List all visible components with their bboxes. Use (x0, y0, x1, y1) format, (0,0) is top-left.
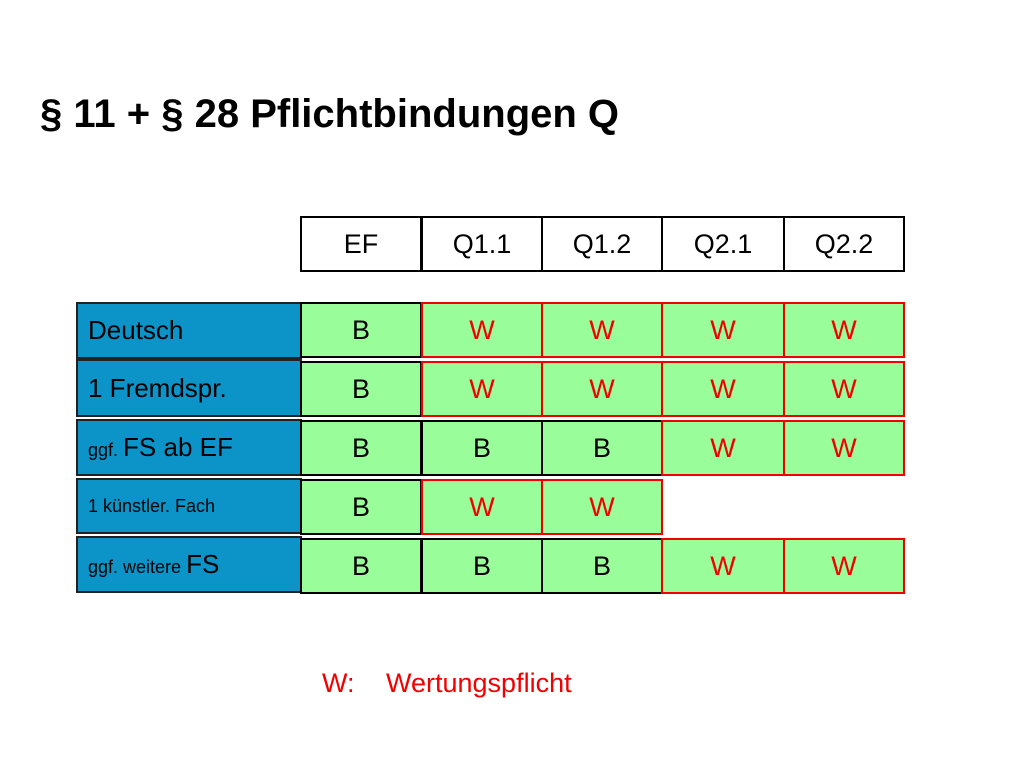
legend-text: Wertungspflicht (386, 668, 572, 698)
page-title: § 11 + § 28 Pflichtbindungen Q (40, 92, 620, 136)
subject-label-part: FS ab EF (123, 432, 233, 462)
grid-cell-b: B (300, 361, 422, 417)
grid-cell-w: W (421, 479, 543, 535)
grid-cell-w: W (661, 420, 785, 476)
subject-label-part: Deutsch (88, 315, 184, 345)
grid-cell-w: W (541, 361, 663, 417)
column-header-q2-1: Q2.1 (661, 216, 785, 272)
subject-label: ggf. weitere FS (76, 536, 302, 593)
subject-label-part: ggf. weitere (88, 557, 187, 577)
grid-cell-b: B (421, 420, 543, 476)
grid-cell-w: W (661, 538, 785, 594)
grid-cell-b: B (300, 420, 422, 476)
column-header-q1-2: Q1.2 (541, 216, 663, 272)
subject-label: Deutsch (76, 302, 302, 359)
subject-label: 1 künstler. Fach (76, 478, 302, 534)
grid-cell-w: W (661, 361, 785, 417)
grid-cell-w: W (661, 302, 785, 358)
grid-cell-w: W (541, 302, 663, 358)
grid-cell-b: B (300, 479, 422, 535)
subject-label-part: 1 künstler. Fach (88, 496, 216, 516)
legend: W: Wertungspflicht (322, 668, 572, 699)
grid-cell-b: B (300, 302, 422, 358)
grid-cell-w: W (783, 538, 905, 594)
column-header-q1-1: Q1.1 (421, 216, 543, 272)
grid-cell-w: W (783, 420, 905, 476)
column-header-q2-2: Q2.2 (783, 216, 905, 272)
grid-cell-w: W (541, 479, 663, 535)
subject-label: ggf. FS ab EF (76, 419, 302, 476)
grid-cell-b: B (300, 538, 422, 594)
subject-label-part: FS (186, 549, 220, 579)
legend-key: W: (322, 668, 355, 698)
grid-cell-b: B (541, 420, 663, 476)
subject-label: 1 Fremdspr. (76, 359, 302, 417)
grid-cell-w: W (783, 361, 905, 417)
grid-cell-b: B (541, 538, 663, 594)
grid-cell-w: W (421, 302, 543, 358)
grid-cell-w: W (421, 361, 543, 417)
column-header-ef: EF (300, 216, 422, 272)
subject-label-part: 1 Fremdspr. (88, 373, 227, 403)
grid-cell-w: W (783, 302, 905, 358)
subject-label-part: ggf. (88, 440, 124, 460)
grid-cell-b: B (421, 538, 543, 594)
